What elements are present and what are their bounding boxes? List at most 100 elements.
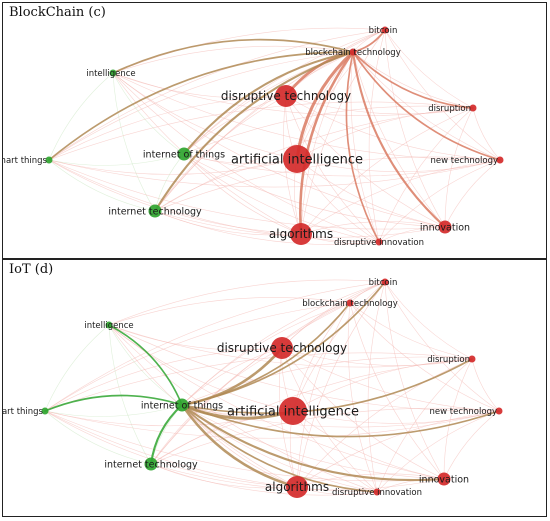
node-internet-of-things <box>177 147 191 161</box>
faint-link <box>181 404 298 488</box>
faint-link <box>444 159 501 228</box>
node-label-new-technology: new technology <box>430 407 497 417</box>
faint-link <box>292 410 445 480</box>
node-new-technology <box>495 407 503 415</box>
faint-link <box>292 358 473 412</box>
node-innovation <box>437 472 451 486</box>
faint-link <box>154 95 287 212</box>
faint-link <box>384 281 500 412</box>
faint-link <box>384 281 473 360</box>
faint-link <box>48 159 302 235</box>
faint-link <box>48 153 185 166</box>
faint-link <box>281 347 445 480</box>
node-label-internet-technology: internet technology <box>104 459 198 470</box>
node-label-intelligence: intelligence <box>84 321 133 331</box>
hub-link <box>351 50 447 229</box>
hub-link <box>352 51 474 109</box>
hub-link <box>112 38 354 74</box>
background-links <box>44 279 500 496</box>
faint-link <box>44 410 378 493</box>
hub-link <box>153 50 355 213</box>
node-label-internet-technology: internet technology <box>108 206 202 217</box>
node-label-new-technology: new technology <box>431 156 498 166</box>
faint-link <box>349 302 445 480</box>
node-intelligence <box>105 321 113 329</box>
node-label-internet-of-things: internet of things <box>143 149 225 160</box>
node-smart-things <box>41 407 49 415</box>
node-label-artificial-intelligence: artificial intelligence <box>227 405 359 420</box>
faint-link <box>378 107 474 243</box>
faint-link <box>154 51 354 212</box>
node-label-disruption: disruption <box>427 355 470 365</box>
faint-link <box>285 95 446 228</box>
node-label-disruption: disruption <box>428 104 471 114</box>
node-label-blockchain-technology: blockchain technology <box>302 299 397 309</box>
node-internet-of-things <box>175 398 189 412</box>
hub-link <box>182 50 355 156</box>
faint-link <box>300 29 386 235</box>
faint-link <box>349 302 473 360</box>
faint-link <box>48 29 386 161</box>
faint-link <box>150 404 183 465</box>
hub-link <box>180 403 446 482</box>
faint-link <box>44 281 386 412</box>
hub-link <box>108 324 183 406</box>
hub-link <box>180 346 284 407</box>
node-label-internet-of-things: internet of things <box>141 400 223 411</box>
faint-link <box>183 153 302 235</box>
node-algorithms <box>286 476 308 498</box>
node-label-artificial-intelligence: artificial intelligence <box>231 153 363 168</box>
node-label-smart-things: smart things <box>3 407 44 417</box>
node-label-disruptive-technology: disruptive technology <box>217 341 347 355</box>
faint-link <box>108 279 386 326</box>
faint-link <box>183 153 380 243</box>
faint-link <box>183 105 474 155</box>
hub-link <box>44 394 183 412</box>
faint-link <box>112 72 446 228</box>
faint-link <box>443 358 473 480</box>
node-label-innovation: innovation <box>420 222 470 233</box>
faint-link <box>300 51 354 235</box>
faint-link <box>443 410 500 480</box>
node-label-bitcoin: bitcoin <box>369 26 398 36</box>
faint-link <box>350 51 380 243</box>
node-label-algorithms: algorithms <box>269 227 333 241</box>
faint-link <box>112 27 386 74</box>
faint-link <box>300 107 474 235</box>
node-disruptive-technology <box>271 337 293 359</box>
faint-link <box>367 281 386 493</box>
hub-link <box>352 51 501 161</box>
faint-link <box>368 29 386 243</box>
faint-link <box>181 302 351 406</box>
faint-link <box>181 356 473 406</box>
faint-link <box>150 302 351 465</box>
faint-link <box>281 347 473 366</box>
faint-link <box>48 159 501 188</box>
faint-link <box>183 95 287 155</box>
hub-link <box>295 50 355 161</box>
faint-link <box>44 352 473 412</box>
faint-link <box>154 158 298 212</box>
node-artificial-intelligence <box>279 397 307 425</box>
faint-link <box>296 473 445 488</box>
faint-link <box>48 72 114 161</box>
node-label-disruptive-technology: disruptive technology <box>221 89 351 103</box>
node-intelligence <box>109 69 117 77</box>
faint-link <box>472 107 501 161</box>
node-internet-technology <box>148 204 162 218</box>
hub-link <box>181 358 473 414</box>
node-disruptive-innovation <box>373 488 381 496</box>
hub-links <box>44 281 500 493</box>
node-label-intelligence: intelligence <box>86 69 135 79</box>
node-disruption <box>468 355 476 363</box>
faint-link <box>300 221 446 235</box>
hub-link <box>48 51 354 161</box>
hub-link <box>149 403 184 466</box>
faint-link <box>48 51 354 161</box>
faint-link <box>296 410 500 488</box>
node-internet-technology <box>144 457 158 471</box>
faint-link <box>384 29 501 161</box>
